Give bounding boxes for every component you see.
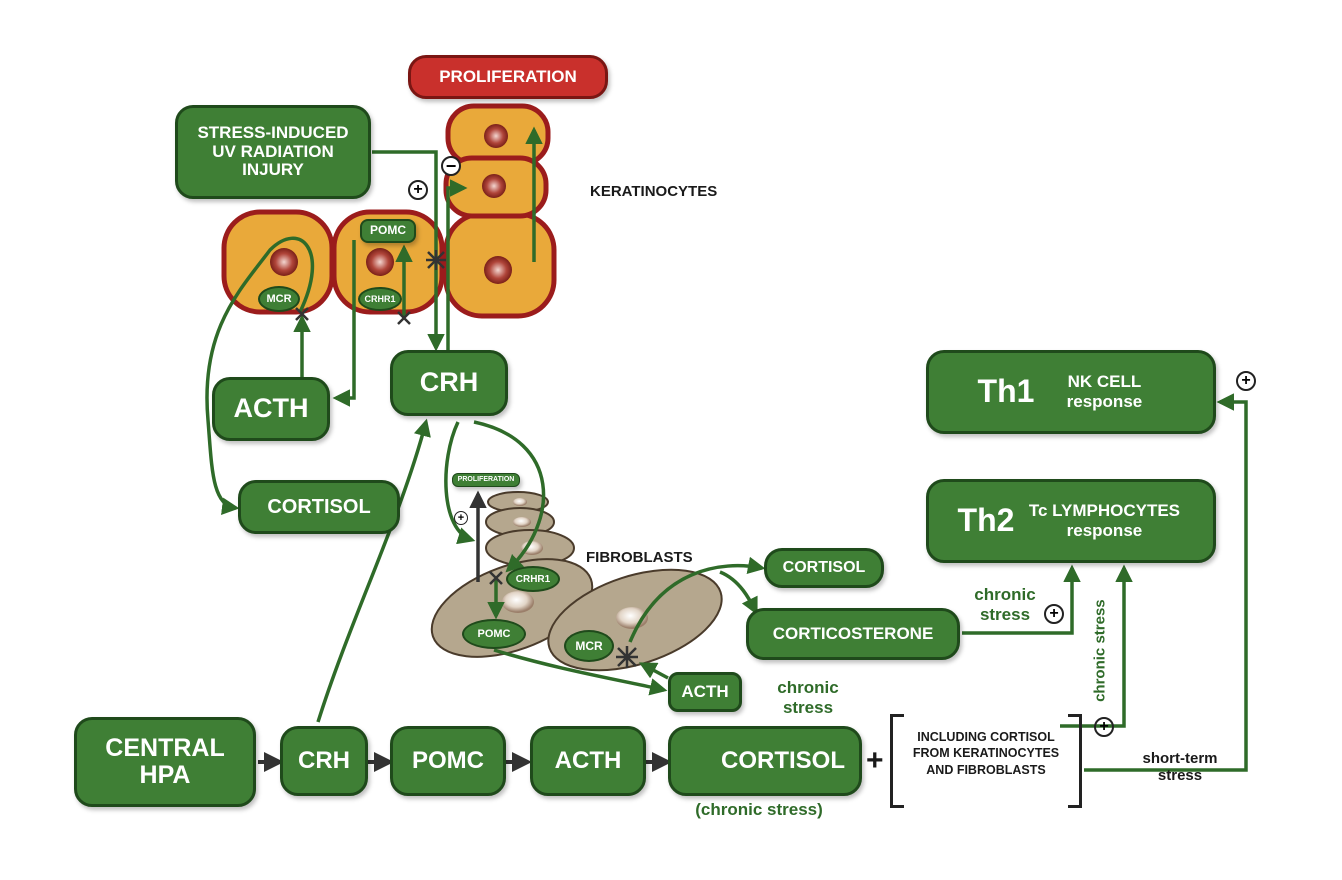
fibro-positive-sign: + [454,511,468,525]
cortisol-bottom-text: CORTISOL [721,746,845,774]
mcr-keratinocyte: MCR [258,286,300,312]
pomc-bottom-box: POMC [390,726,506,796]
stress-uv-text: STRESS-INDUCED UV RADIATION INJURY [197,122,349,180]
connector-lines [205,126,1248,772]
crhr1-k-text: CRHR1 [364,294,396,304]
bracket-right [1068,714,1082,808]
crhr1-keratinocyte: CRHR1 [358,287,402,311]
vertical-positive-sign: + [1094,717,1114,737]
negative-sign: − [441,156,461,176]
acth-top-box: ACTH [212,377,330,441]
crh-top-box: CRH [390,350,508,416]
stress-uv-injury-box: STRESS-INDUCED UV RADIATION INJURY [175,105,371,199]
fibroblasts-label: FIBROBLASTS [586,549,693,566]
short-term-stress-label: short-term stress [1142,750,1218,785]
chronic-stress-label-2: chronic stress [974,585,1036,624]
chronic-stress-paren-label: (chronic stress) [695,800,823,819]
bracket-left [890,714,904,808]
cortisol-right-box: CORTISOL [764,548,884,588]
pomc-k-text: POMC [370,223,406,238]
keratinocytes-label: KERATINOCYTES [590,183,718,200]
pomc-f-text: POMC [477,628,511,640]
proliferation-fibroblast-label: PROLIFERATION [452,473,520,487]
central-hpa-box: CENTRAL HPA [74,717,256,807]
central-hpa-text: CENTRAL HPA [105,733,225,789]
acth-f-text: ACTH [681,681,729,701]
crhr1-f-text: CRHR1 [515,573,551,585]
pomc-bottom-text: POMC [412,746,484,774]
cortisol-left-text: CORTISOL [267,496,371,518]
proliferation-keratinocyte-label: PROLIFERATION [408,55,608,99]
mcr-k-text: MCR [266,293,292,305]
proliferation-small-text: PROLIFERATION [457,476,515,484]
th1-positive-sign: + [1236,371,1256,391]
pomc-keratinocyte: POMC [360,219,416,243]
crhr1-fibroblast: CRHR1 [506,566,560,592]
plus-sign: + [866,744,884,777]
th2-sub-text: Tc LYMPHOCYTES response [1028,500,1180,540]
proliferation-text: PROLIFERATION [439,66,577,86]
th2-box: Th2 Tc LYMPHOCYTES response [926,479,1216,563]
corticosterone-box: CORTICOSTERONE [746,608,960,660]
cortisol-left-box: CORTISOL [238,480,400,534]
positive-sign: + [408,180,428,200]
acth-top-text: ACTH [233,393,309,424]
th1-sub-text: NK CELL response [1066,371,1143,411]
th1-box: Th1 NK CELL response [926,350,1216,434]
acth-fibroblast-box: ACTH [668,672,742,712]
corticosterone-text: CORTICOSTERONE [772,623,934,643]
chronic-stress-vertical-label: chronic stress [1091,599,1109,702]
acth-bottom-text: ACTH [554,746,622,774]
chronic-stress-label-1: chronic stress [777,678,839,717]
including-cortisol-text: INCLUDING CORTISOL FROM KERATINOCYTES AN… [912,730,1060,777]
mcr-f-text: MCR [575,639,603,653]
acth-bottom-box: ACTH [530,726,646,796]
th1-text: Th1 [977,373,1035,410]
cortisol-bottom-box: CORTISOL [668,726,862,796]
th2-text: Th2 [957,502,1015,539]
receptor-asterisks [295,250,638,668]
crh-top-text: CRH [419,367,479,398]
keratinocyte-cells [221,103,557,319]
chronic-positive-sign: + [1044,604,1064,624]
crh-bottom-box: CRH [280,726,368,796]
crh-bottom-text: CRH [298,746,350,774]
mcr-fibroblast: MCR [564,630,614,662]
pomc-fibroblast: POMC [462,619,526,649]
cortisol-right-text: CORTISOL [782,559,866,577]
